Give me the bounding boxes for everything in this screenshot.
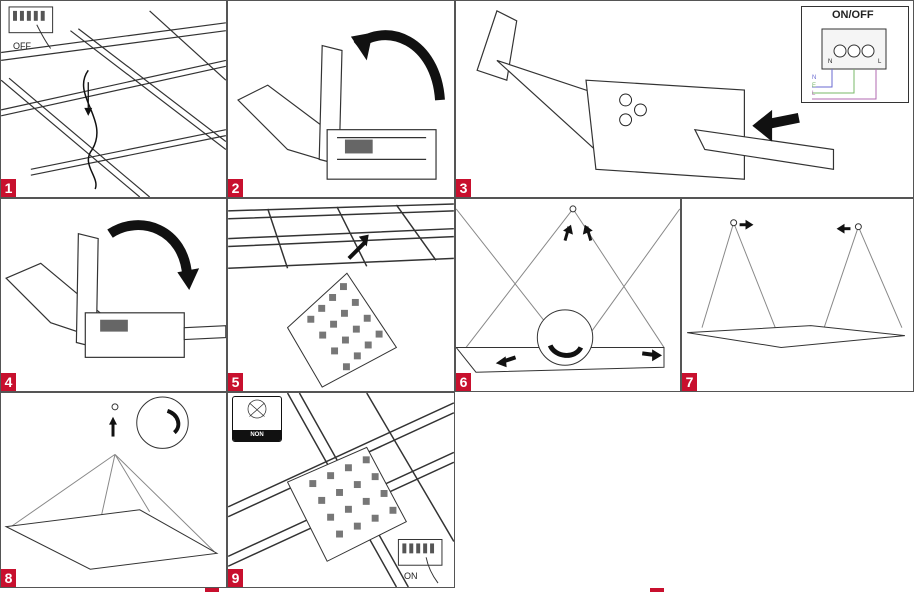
rotate-arrow-icon <box>547 344 584 358</box>
led-module <box>341 336 349 344</box>
on-off-title: ON/OFF <box>832 9 874 21</box>
up-arrow-icon <box>582 224 593 241</box>
down-arrow-icon <box>84 82 93 116</box>
bottom-marks <box>205 588 664 592</box>
no-insulation-icon <box>247 399 267 419</box>
suspension-attach-drawing <box>456 205 680 373</box>
push-arrow-icon <box>752 109 800 142</box>
ceiling-grid-drawing <box>1 10 226 197</box>
step-5-panel: 5 <box>227 198 455 392</box>
led-module <box>318 304 326 312</box>
step-number: 6 <box>456 373 471 391</box>
led-module <box>340 283 347 291</box>
panel-insert-drawing <box>228 203 454 388</box>
led-module <box>318 496 326 504</box>
led-panel <box>286 272 398 388</box>
led-module <box>330 320 338 328</box>
suspension-final-drawing <box>4 396 219 570</box>
led-module <box>362 497 370 505</box>
led-module <box>364 341 372 349</box>
led-module <box>331 347 339 355</box>
led-module <box>327 513 335 521</box>
installed-panel-drawing <box>228 393 454 587</box>
step-7-panel: 7 <box>681 198 914 392</box>
terminal-block-icon <box>812 28 887 100</box>
driver-box-open-drawing <box>237 30 445 180</box>
hook-icon <box>730 219 862 231</box>
non-recoverable-label: NON RECOUVRABLE <box>233 430 281 441</box>
step-1-panel: OFF 1 <box>0 0 227 198</box>
led-module <box>351 298 359 306</box>
hook-icon <box>111 403 119 411</box>
step-4-panel: 4 <box>0 198 227 392</box>
step-3-panel: ON/OFF N L N E L 3 <box>455 0 914 198</box>
led-module <box>353 522 361 530</box>
step-number: 9 <box>228 569 243 587</box>
power-cable <box>82 69 98 190</box>
led-module <box>362 456 370 464</box>
led-module <box>363 314 371 322</box>
led-module <box>327 472 335 480</box>
driver-box-close-drawing <box>5 220 226 358</box>
led-module <box>307 315 315 323</box>
led-module <box>353 352 361 360</box>
step-2-panel: 2 <box>227 0 455 198</box>
led-module <box>353 481 361 489</box>
non-recoverable-badge: NON RECOUVRABLE <box>232 396 282 442</box>
push-arrow-icon <box>495 355 517 368</box>
up-arrow-icon <box>109 416 117 437</box>
led-module <box>380 490 388 497</box>
breaker-switch-icon <box>397 538 443 584</box>
step-9-panel: NON RECOUVRABLE ON 9 <box>227 392 455 588</box>
led-module <box>341 309 348 317</box>
step-8-panel: 8 <box>0 392 227 588</box>
led-module <box>389 506 397 514</box>
led-module <box>319 331 327 339</box>
step-number: 7 <box>682 373 697 391</box>
led-module <box>336 530 343 538</box>
led-module <box>336 489 343 496</box>
terminal-n-label: N <box>828 59 833 65</box>
push-arrow-icon <box>641 349 663 362</box>
blank-area <box>455 392 914 588</box>
step-number: 4 <box>1 373 16 391</box>
terminal-l-label: L <box>878 59 882 65</box>
rotate-arrow-icon <box>350 30 445 101</box>
led-module <box>329 294 337 301</box>
led-module <box>371 514 379 522</box>
led-module <box>344 505 352 513</box>
led-module <box>342 363 350 371</box>
step-6-panel: 6 <box>455 198 681 392</box>
led-module <box>371 473 379 481</box>
switch-on-label: ON <box>404 571 418 581</box>
rotate-arrow-icon <box>166 408 181 435</box>
rotate-arrow-icon <box>107 220 200 291</box>
breaker-switch-icon <box>8 6 54 49</box>
wiring-connection-drawing <box>476 10 864 180</box>
step-number: 8 <box>1 569 16 587</box>
terminal-block-callout: ON/OFF N L <box>801 6 909 103</box>
wire-e-label: E <box>812 83 817 89</box>
suspension-adjust-drawing <box>687 219 905 348</box>
step-number: 2 <box>228 179 243 197</box>
step-number: 5 <box>228 373 243 391</box>
up-arrow-icon <box>347 234 369 260</box>
step-number: 1 <box>1 179 16 197</box>
switch-off-label: OFF <box>13 41 31 51</box>
hook-icon <box>569 205 577 213</box>
step-number: 3 <box>456 179 471 197</box>
led-module <box>375 330 383 338</box>
led-module <box>309 480 317 488</box>
wire-n-label: N <box>812 75 817 81</box>
wire-l-label: L <box>812 91 816 97</box>
up-arrow-icon <box>563 224 573 241</box>
led-module <box>344 464 352 472</box>
led-module <box>352 325 360 333</box>
push-arrow-icon <box>836 223 851 234</box>
push-arrow-icon <box>739 219 754 230</box>
